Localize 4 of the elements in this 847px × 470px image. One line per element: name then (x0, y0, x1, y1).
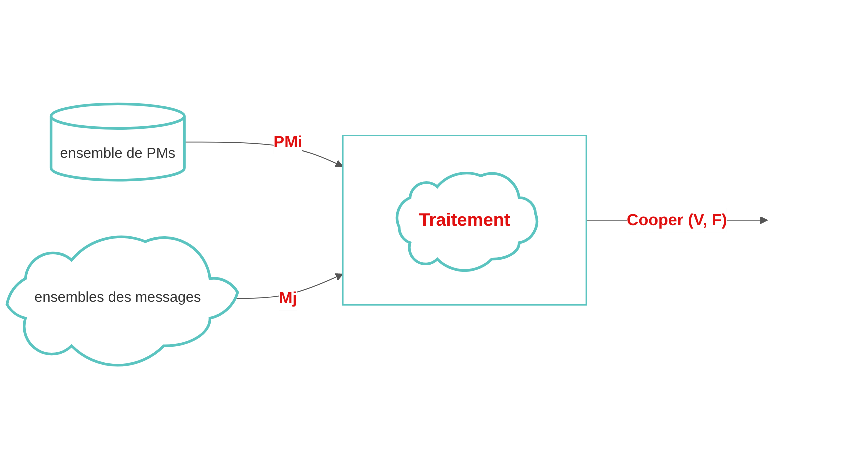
cluster (342, 135, 588, 306)
edge-label: Mj (279, 289, 298, 308)
edge-label: Cooper (V, F) (627, 211, 728, 230)
edge-label: PMi (274, 133, 303, 152)
